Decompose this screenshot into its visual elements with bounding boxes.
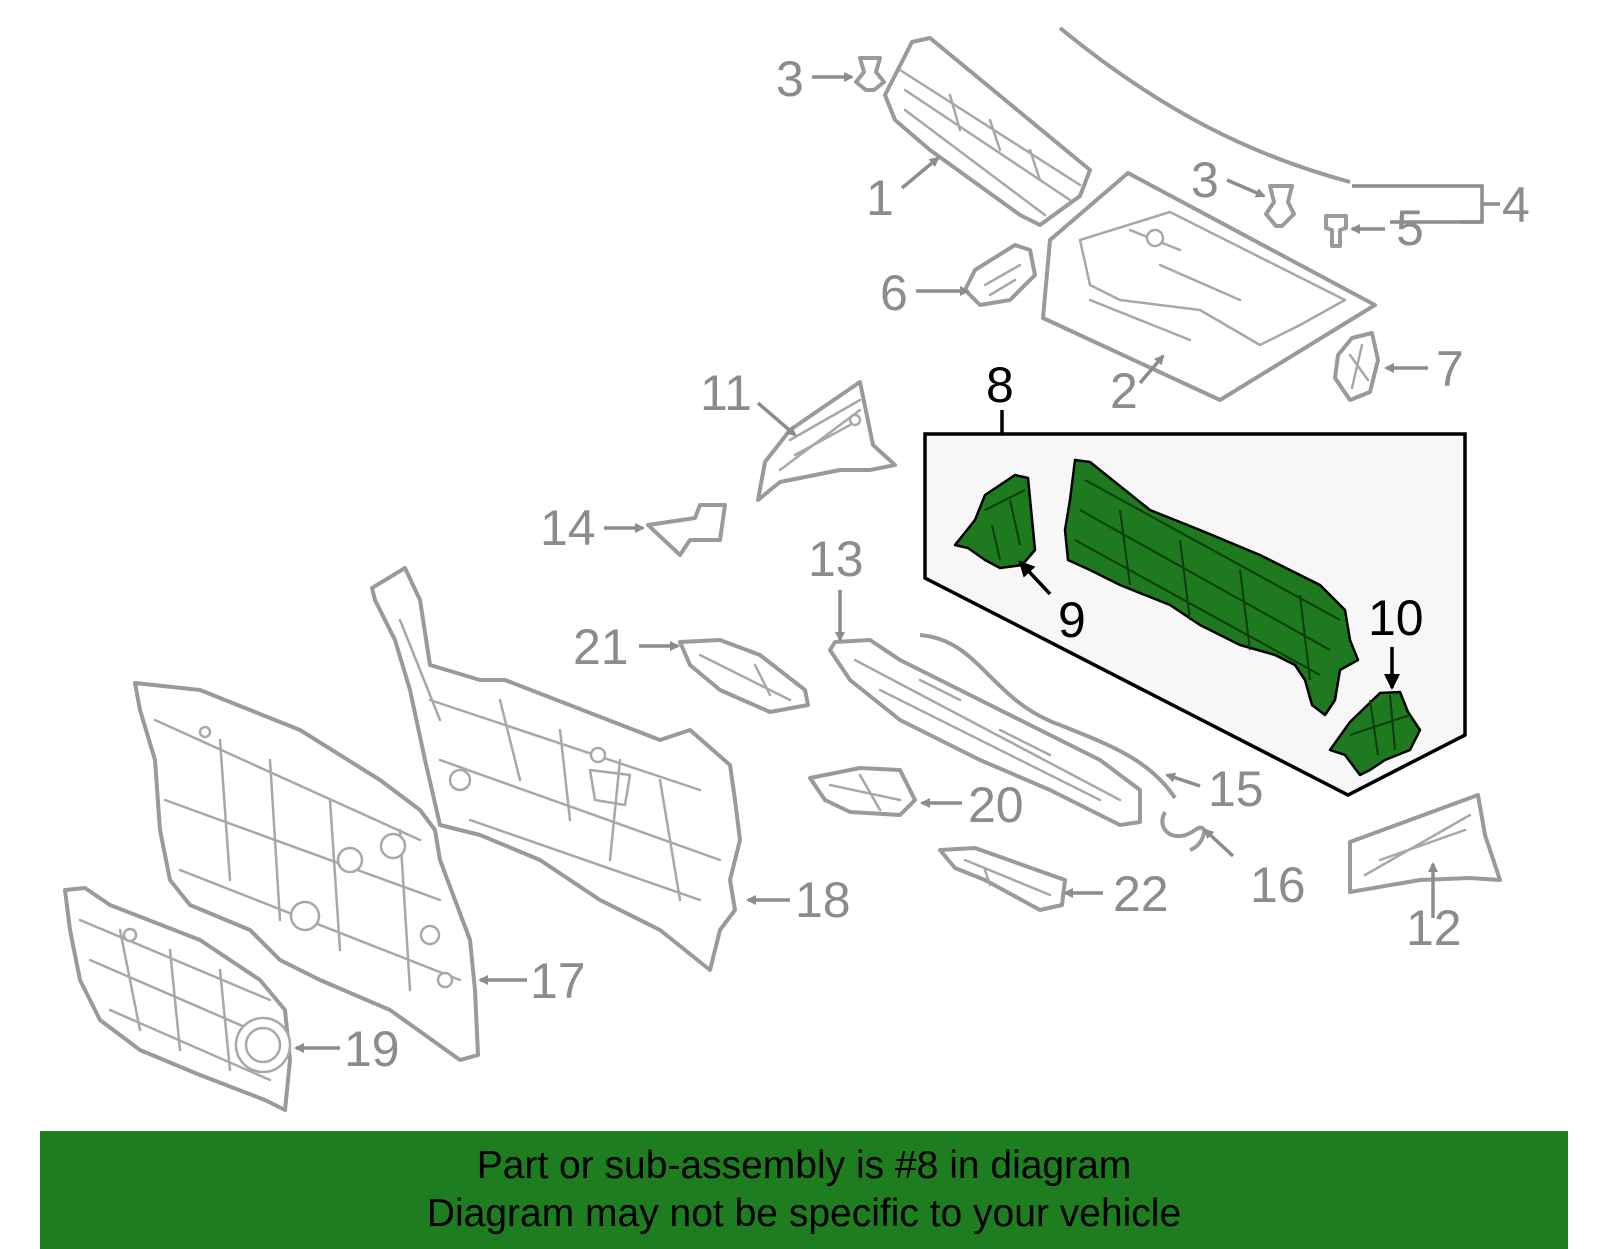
part-6-bracket[interactable] bbox=[963, 243, 1037, 307]
part-16-hose[interactable] bbox=[1160, 811, 1206, 852]
callout-4: 4 bbox=[1502, 177, 1530, 233]
info-banner: Part or sub-assembly is #8 in diagram Di… bbox=[40, 1131, 1568, 1249]
callout-22: 22 bbox=[1113, 866, 1169, 922]
part-9-bracket-highlighted[interactable] bbox=[953, 473, 1037, 570]
callout-10: 10 bbox=[1368, 590, 1424, 646]
callout-2: 2 bbox=[1110, 363, 1138, 419]
part-8-cowl-assembly-highlighted[interactable] bbox=[1063, 458, 1360, 717]
part-11-side-panel[interactable] bbox=[756, 380, 897, 502]
callout-8: 8 bbox=[986, 357, 1014, 413]
part-10-bracket-highlighted[interactable] bbox=[1328, 690, 1422, 777]
part-12-side-panel[interactable] bbox=[1348, 793, 1502, 894]
callout-11: 11 bbox=[700, 365, 752, 421]
part-1-cowl-top-panel[interactable] bbox=[883, 36, 1092, 227]
part-22-bracket[interactable] bbox=[938, 846, 1067, 912]
banner-line-2: Diagram may not be specific to your vehi… bbox=[426, 1192, 1182, 1235]
callout-13: 13 bbox=[808, 531, 864, 587]
callout-18: 18 bbox=[795, 872, 851, 928]
callout-3-right: 3 bbox=[1191, 152, 1219, 208]
callout-6: 6 bbox=[880, 265, 908, 321]
part-19-insulator[interactable] bbox=[63, 886, 292, 1112]
leader-lines bbox=[294, 72, 1500, 1053]
part-3-clip-upper[interactable] bbox=[854, 56, 886, 92]
callout-15: 15 bbox=[1208, 761, 1264, 817]
part-18-dash-panel[interactable] bbox=[370, 566, 742, 972]
part-3-clip-right[interactable] bbox=[1264, 184, 1296, 228]
part-17-insulator[interactable] bbox=[133, 681, 480, 1062]
part-5-bolt[interactable] bbox=[1324, 214, 1348, 248]
part-4-weatherstrip[interactable] bbox=[1058, 26, 1351, 184]
part-7-bracket[interactable] bbox=[1333, 331, 1380, 402]
callout-21: 21 bbox=[573, 619, 629, 675]
part-20-bracket[interactable] bbox=[808, 766, 917, 817]
part-15-seal[interactable] bbox=[919, 633, 1177, 800]
callout-labels: 3 1 3 4 5 6 2 7 8 11 14 13 9 10 21 15 20… bbox=[344, 51, 1530, 1077]
part-2-cowl-panel[interactable] bbox=[1041, 171, 1377, 402]
callout-12: 12 bbox=[1406, 900, 1462, 956]
callout-3-upper: 3 bbox=[776, 51, 804, 107]
callout-19: 19 bbox=[344, 1021, 400, 1077]
callout-9: 9 bbox=[1058, 592, 1086, 648]
banner-line-1: Part or sub-assembly is #8 in diagram bbox=[476, 1144, 1132, 1187]
callout-14: 14 bbox=[540, 500, 596, 556]
callout-16: 16 bbox=[1250, 857, 1306, 913]
callout-5: 5 bbox=[1396, 200, 1424, 256]
part-21-bracket[interactable] bbox=[678, 638, 810, 714]
part-13-panel[interactable] bbox=[828, 638, 1142, 827]
callout-17: 17 bbox=[530, 953, 586, 1009]
part-14-bracket[interactable] bbox=[646, 503, 727, 557]
callout-7: 7 bbox=[1436, 341, 1464, 397]
callout-1: 1 bbox=[866, 170, 894, 226]
callout-20: 20 bbox=[968, 777, 1024, 833]
